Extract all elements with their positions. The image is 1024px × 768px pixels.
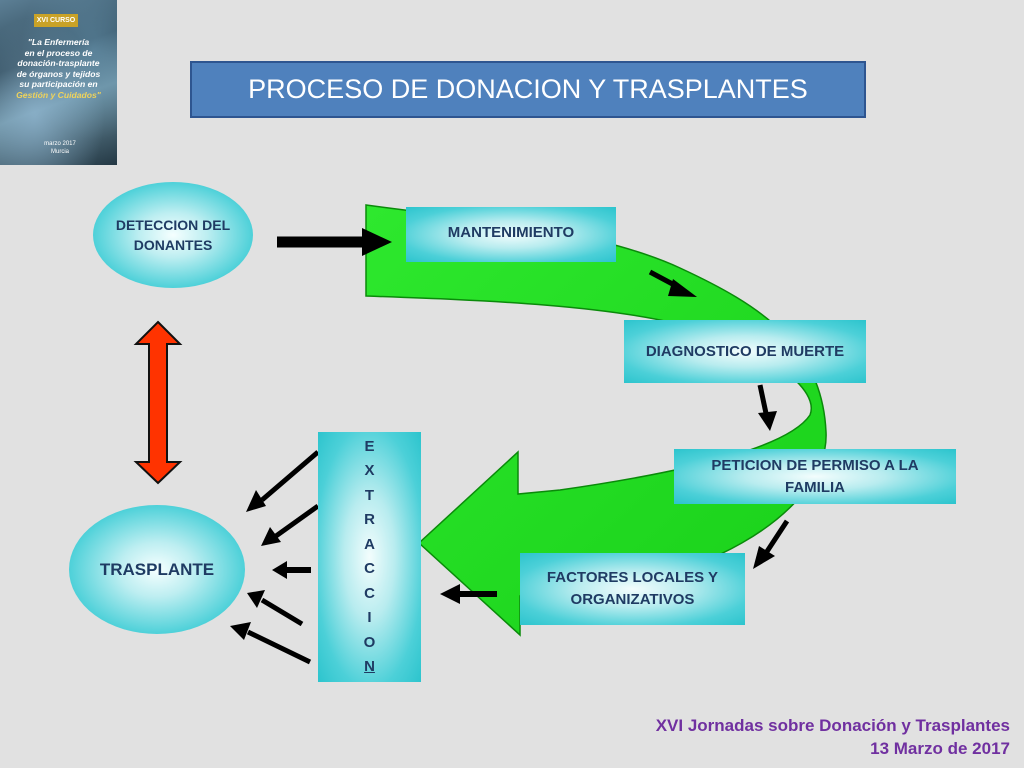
flow-arrows bbox=[230, 228, 790, 665]
extraction-letter: R bbox=[364, 511, 375, 528]
arrowhead bbox=[272, 561, 287, 579]
node-donor-detection: DETECCION DEL DONANTES bbox=[93, 182, 253, 288]
extraction-letter: I bbox=[367, 609, 372, 626]
double-arrow-red bbox=[133, 320, 183, 485]
extraction-letter: A bbox=[364, 535, 375, 553]
cover-line: "La Enfermería bbox=[27, 37, 90, 47]
node-label-line: ORGANIZATIVOS bbox=[570, 591, 695, 608]
footer-date: 13 Marzo de 2017 bbox=[870, 739, 1010, 758]
cover-line: su participación en bbox=[19, 79, 98, 89]
arrowhead bbox=[246, 490, 266, 512]
slide-footer: XVI Jornadas sobre Donación y Trasplante… bbox=[656, 714, 1010, 760]
arrowhead bbox=[247, 590, 265, 608]
node-extraction: E X T R A C C I O N bbox=[318, 432, 421, 682]
arrow-extraction-to-transplant bbox=[260, 450, 320, 502]
extraction-letter: X bbox=[364, 462, 375, 479]
cover-text: "La Enfermería en el proceso de donación… bbox=[4, 37, 113, 100]
cover-date: marzo 2017 bbox=[44, 141, 76, 147]
extraction-letter: C bbox=[364, 560, 375, 577]
cover-line: donación-trasplante bbox=[17, 58, 100, 68]
node-local-factors: FACTORES LOCALES Y ORGANIZATIVOS bbox=[520, 553, 745, 625]
node-label-line: FAMILIA bbox=[785, 478, 845, 496]
arrowhead bbox=[758, 411, 777, 431]
arrow-extraction-to-transplant bbox=[260, 597, 304, 627]
node-death-diagnosis: DIAGNOSTICO DE MUERTE bbox=[624, 320, 866, 383]
slide-title: PROCESO DE DONACION Y TRASPLANTES bbox=[190, 61, 866, 118]
extraction-letter: O bbox=[363, 633, 376, 651]
arrowhead bbox=[668, 279, 697, 297]
course-cover-image: XVI CURSO "La Enfermería en el proceso d… bbox=[0, 0, 117, 165]
extraction-letter: C bbox=[364, 584, 375, 602]
cover-footer: marzo 2017 Murcia bbox=[40, 140, 80, 156]
arrowhead bbox=[230, 622, 251, 640]
arrow-permission-to-factors bbox=[763, 519, 790, 555]
cover-place: Murcia bbox=[50, 149, 69, 155]
extraction-letter: E bbox=[364, 437, 375, 455]
arrowhead bbox=[753, 546, 775, 569]
arrowhead bbox=[362, 228, 392, 256]
extraction-letter: N bbox=[364, 658, 375, 675]
node-transplant: TRASPLANTE bbox=[69, 505, 245, 634]
arrowhead bbox=[440, 584, 460, 604]
cover-line-accent: Gestión y Cuidados" bbox=[16, 89, 101, 100]
extraction-letter: T bbox=[364, 486, 375, 504]
cover-line: en el proceso de bbox=[24, 47, 93, 58]
node-family-permission: PETICION DE PERMISO A LA FAMILIA bbox=[674, 449, 956, 504]
arrow-extraction-to-transplant bbox=[274, 503, 320, 539]
node-label-line: PETICION DE PERMISO A LA bbox=[711, 456, 919, 474]
node-label-line: FACTORES LOCALES Y bbox=[546, 569, 719, 586]
node-maintenance: MANTENIMIENTO bbox=[406, 207, 616, 262]
arrow-extraction-to-transplant bbox=[246, 629, 312, 665]
node-label-line: DETECCION DEL bbox=[115, 217, 231, 233]
node-label-line: DONANTES bbox=[133, 237, 213, 253]
arrowhead bbox=[261, 527, 281, 546]
cover-badge: XVI CURSO bbox=[34, 14, 78, 27]
cover-line: de órganos y tejidos bbox=[16, 68, 101, 79]
footer-event-name: XVI Jornadas sobre Donación y Trasplante… bbox=[655, 716, 1010, 735]
